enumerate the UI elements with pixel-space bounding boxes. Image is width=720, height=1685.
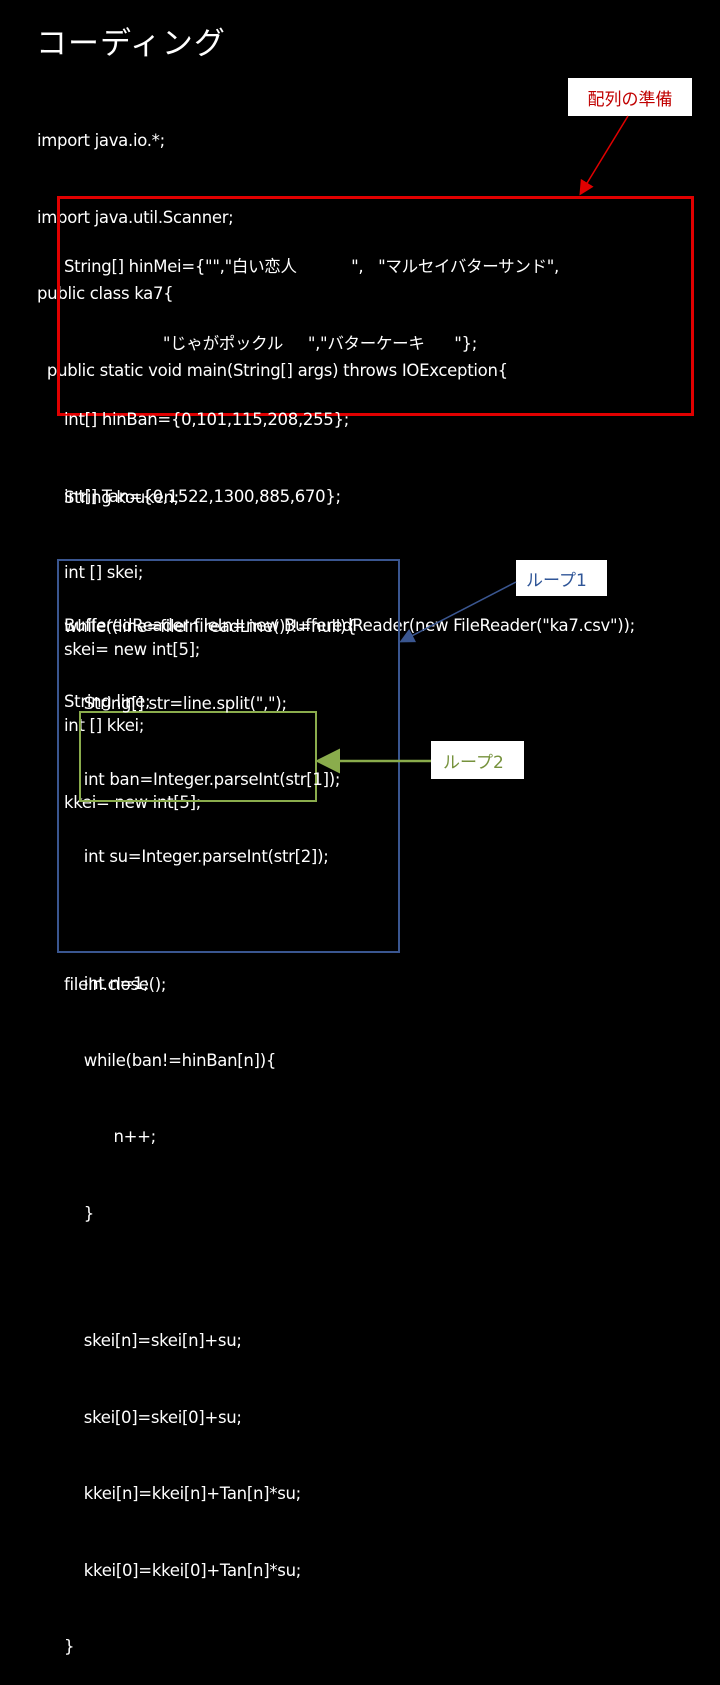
footer-line: fileIn.close(); xyxy=(64,975,167,994)
code-line: BufferedReader fileIn=new BufferedReader… xyxy=(64,615,635,635)
code-line: skei= new int[5]; xyxy=(64,639,201,659)
middle-block: String kouken; BufferedReader fileIn=new… xyxy=(64,434,635,740)
code-line: while((line=fileIn.readLine())!=null){ xyxy=(64,617,357,636)
loop1-callout: ループ1 xyxy=(516,560,607,596)
code-line: public class ka7{ xyxy=(37,284,174,303)
loop2-callout: ループ2 xyxy=(431,741,524,779)
code-line: int ban=Integer.parseInt(str[1]); xyxy=(64,770,341,789)
code-line: } xyxy=(64,1203,95,1223)
array-block: String[] hinMei={"","白い恋人 ", "マルセイバターサンド… xyxy=(64,203,559,841)
code-line: int [] skei; xyxy=(64,563,144,582)
code-line: int n=1; xyxy=(64,974,149,993)
code-line: String kouken; xyxy=(64,488,179,507)
code-line: int[] hinBan={0,101,115,208,255}; xyxy=(64,410,349,429)
code-line: import java.io.*; xyxy=(37,131,165,150)
page-title: コーディング xyxy=(36,26,226,62)
code-line: kkei[n]=kkei[n]+Tan[n]*su; xyxy=(64,1484,301,1503)
code-line: n++; xyxy=(64,1127,156,1146)
code-line: } xyxy=(64,1637,75,1656)
array-prep-box xyxy=(57,196,694,416)
callout-arrows xyxy=(315,115,629,774)
code-line: int su=Integer.parseInt(str[2]); xyxy=(64,846,329,866)
code-line: String[] hinMei={"","白い恋人 ", "マルセイバターサンド… xyxy=(64,257,559,276)
code-line: String line; xyxy=(64,692,151,711)
code-line: public static void main(String[] args) t… xyxy=(37,360,508,380)
loop1-box xyxy=(57,559,400,953)
array-prep-arrow xyxy=(579,115,629,196)
loop1-arrow xyxy=(399,581,517,643)
code-line: "じゃがポックル ","バターケーキ "}; xyxy=(64,333,477,353)
code-line: skei[n]=skei[n]+su; xyxy=(64,1331,242,1350)
code-line: String[] str=line.split(","); xyxy=(64,693,287,713)
code-header: import java.io.*; import java.util.Scann… xyxy=(37,77,508,409)
code-line: skei[0]=skei[0]+su; xyxy=(64,1407,242,1427)
code-line: kkei[0]=kkei[0]+Tan[n]*su; xyxy=(64,1560,302,1580)
code-line: import java.util.Scanner; xyxy=(37,207,234,227)
array-prep-callout: 配列の準備 xyxy=(568,78,692,116)
code-line: kkei= new int[5]; xyxy=(64,792,202,812)
code-line: int[] Tan={0,1522,1300,885,670}; xyxy=(64,486,341,506)
